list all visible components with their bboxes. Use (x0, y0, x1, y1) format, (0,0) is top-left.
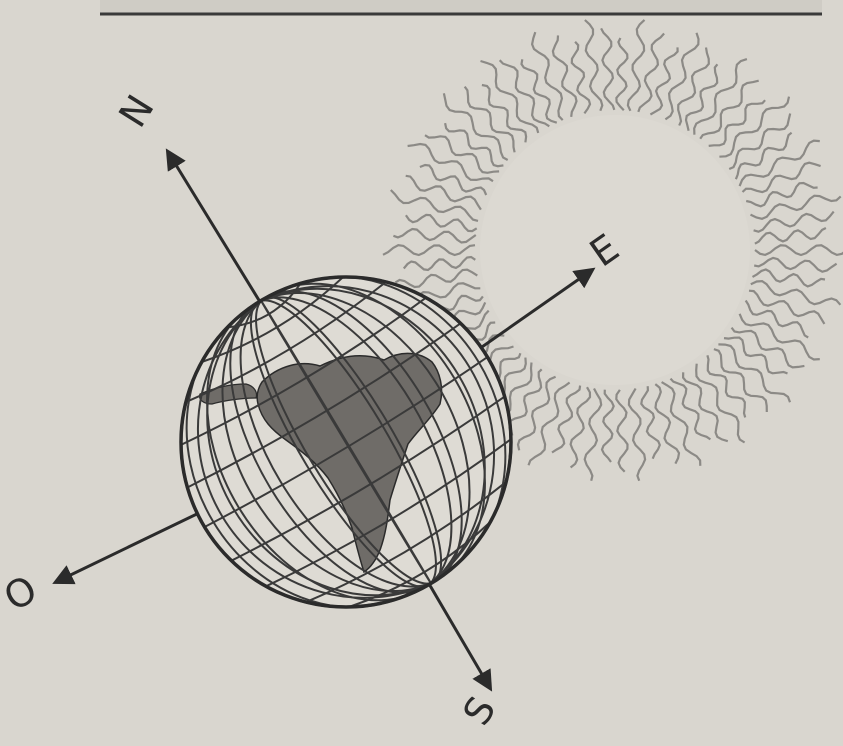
sun-ray (510, 369, 542, 435)
sun-ray (650, 47, 677, 114)
sun-ray (404, 257, 476, 270)
sun-ray (553, 35, 577, 117)
sun-ray (755, 228, 826, 244)
sun-ray (601, 28, 614, 110)
sun-ray (616, 390, 627, 472)
sun-ray (754, 212, 834, 232)
sun-ray (751, 196, 841, 219)
north-label: N (110, 87, 162, 134)
sun-ray (393, 229, 475, 243)
sun-ray (616, 38, 627, 110)
sun-ray (729, 114, 790, 170)
sun-ray (518, 377, 556, 451)
sun-ray (482, 85, 526, 142)
sun-ray (736, 133, 792, 180)
sun-ray (714, 349, 767, 412)
sun-ray (391, 190, 478, 221)
sun-ray (743, 163, 821, 192)
sun-ray (753, 270, 826, 287)
sun-ray (628, 20, 645, 111)
sun-ray (751, 281, 841, 305)
sun-ray (719, 97, 789, 157)
sun-ray (671, 379, 711, 440)
sun-ray (602, 390, 614, 462)
sun-ray (641, 386, 660, 459)
sun-ray (662, 382, 701, 466)
sun-ray (655, 384, 679, 464)
sun-ray (522, 59, 557, 122)
sun-ray (444, 93, 508, 160)
sun-ray (552, 386, 580, 453)
sun-ray (383, 245, 475, 255)
sun-ray (724, 338, 788, 374)
sun-ray (585, 20, 602, 111)
sun-ray (755, 245, 843, 255)
west-label: O (0, 567, 44, 620)
sun-ray (732, 328, 805, 368)
south-label: S (454, 689, 504, 733)
sun-ray (571, 387, 590, 467)
sun-ray (629, 389, 645, 481)
top-frame-line (100, 0, 822, 14)
sun-ray (585, 389, 602, 481)
sun-ray (406, 176, 481, 210)
sun-ray (749, 291, 824, 324)
